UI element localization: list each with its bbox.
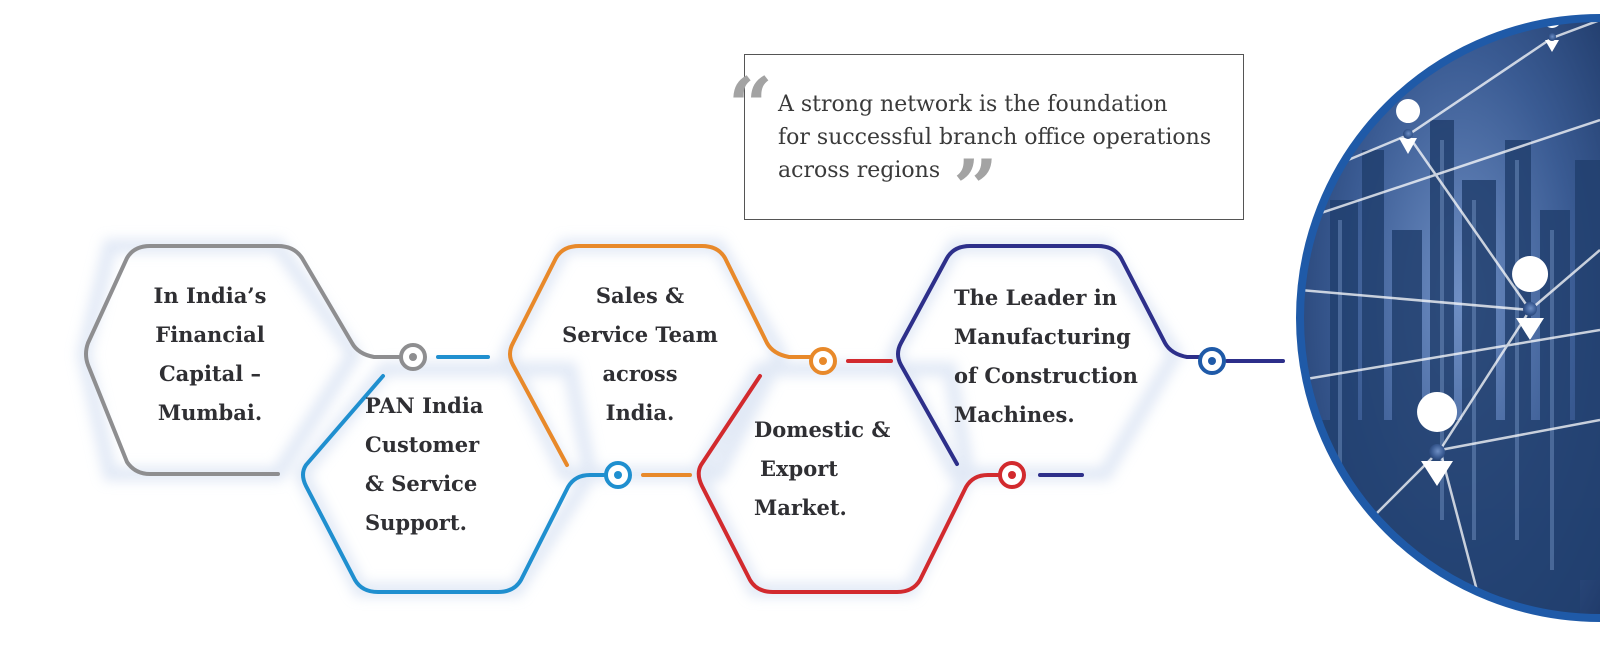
label-line: PAN India bbox=[365, 393, 484, 418]
close-quote-icon: ” bbox=[953, 143, 998, 234]
connector-node-sales-service bbox=[809, 347, 837, 375]
label-line: of Construction bbox=[954, 363, 1138, 388]
label-line: across bbox=[602, 361, 678, 386]
label-line: Capital – bbox=[158, 361, 262, 386]
quote-box bbox=[744, 54, 1244, 220]
label-line: India. bbox=[605, 400, 675, 425]
node-label-pan-india: PAN India Customer & Service Support. bbox=[365, 386, 483, 542]
label-line: Service Team bbox=[562, 322, 718, 347]
city-network-globe-icon bbox=[1296, 14, 1600, 622]
hexagon-mumbai-outline bbox=[84, 244, 403, 476]
connector-node-pan-india bbox=[604, 461, 632, 489]
label-line: Mumbai. bbox=[157, 400, 263, 425]
node-label-leader: The Leader in Manufacturing of Construct… bbox=[954, 278, 1138, 434]
label-line: The Leader in bbox=[954, 285, 1117, 310]
connector-node-mumbai bbox=[399, 343, 427, 371]
hexagon-domestic-export-outline bbox=[696, 374, 1002, 594]
node-label-mumbai: In India’s Financial Capital – Mumbai. bbox=[140, 276, 280, 432]
label-line: & Service bbox=[365, 471, 478, 496]
quote-line: A strong network is the foundation bbox=[778, 92, 1168, 117]
label-line: Domestic & bbox=[754, 417, 891, 442]
connector-node-leader bbox=[1198, 347, 1226, 375]
open-quote-icon: “ bbox=[728, 61, 773, 152]
label-line: Market. bbox=[754, 495, 847, 520]
label-line: Support. bbox=[365, 510, 467, 535]
hexagon-sales-service-outline bbox=[508, 244, 814, 467]
hexagon-pan-india-outline bbox=[301, 374, 606, 594]
label-line: In India’s bbox=[153, 283, 267, 308]
label-line: Manufacturing bbox=[954, 324, 1131, 349]
quote-line: for successful branch office operations bbox=[778, 125, 1212, 150]
label-line: Customer bbox=[365, 432, 480, 457]
quote-line: across regions bbox=[778, 158, 941, 183]
label-line: Machines. bbox=[954, 402, 1075, 427]
hexagon-leader-outline bbox=[896, 244, 1207, 466]
connector-node-domestic-export bbox=[998, 461, 1026, 489]
label-line: Financial bbox=[155, 322, 265, 347]
label-line: Export bbox=[760, 456, 838, 481]
node-label-sales-service: Sales & Service Team across India. bbox=[555, 276, 725, 432]
label-line: Sales & bbox=[595, 283, 685, 308]
bridge-segments bbox=[436, 355, 1285, 477]
node-label-domestic-export: Domestic & Export Market. bbox=[754, 410, 890, 527]
quote-text: A strong network is the foundation for s… bbox=[778, 88, 1211, 187]
